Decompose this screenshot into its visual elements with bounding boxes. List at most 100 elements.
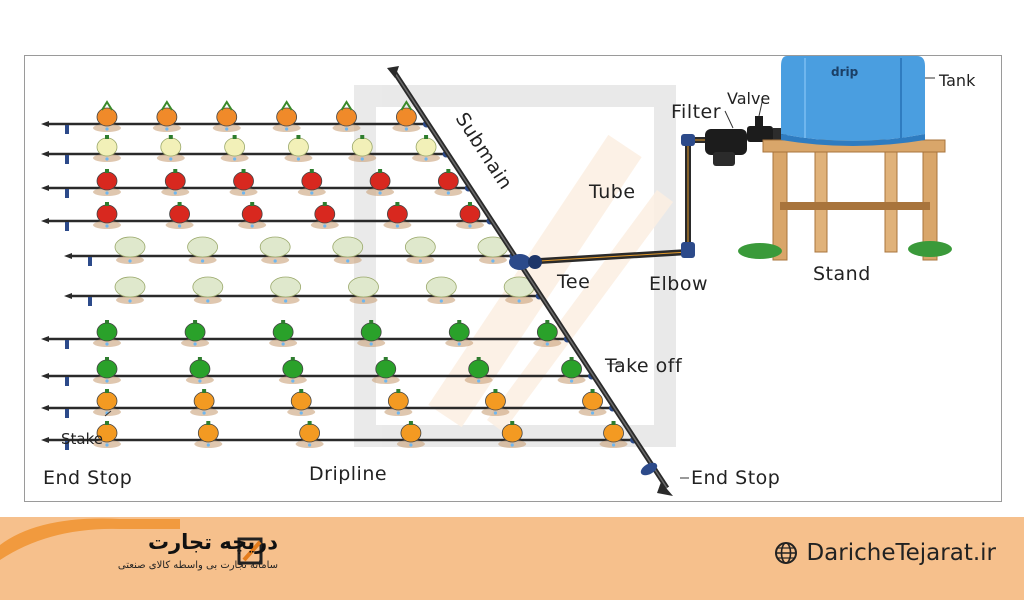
- tomato-plant: [434, 169, 463, 196]
- orange-pepper-plant: [481, 389, 510, 416]
- stake: [65, 222, 69, 231]
- orange-pepper-plant: [396, 421, 425, 448]
- end-stop-cap: [41, 151, 49, 157]
- tomato-plant: [165, 202, 194, 229]
- take-off-label: Take off: [604, 355, 683, 377]
- carrot-plant: [272, 100, 301, 132]
- green-pepper-plant: [93, 357, 121, 384]
- filter-unit: [705, 110, 747, 166]
- onion-plant: [412, 135, 441, 162]
- diagram-frame: drip Submain Filter Valve Tank Tube Tee …: [24, 55, 1002, 502]
- stake-label: Stake: [61, 430, 103, 448]
- cabbage-plant: [404, 236, 436, 264]
- submain-top-cap: [387, 66, 399, 78]
- green-pepper-plant: [371, 357, 400, 384]
- stake: [65, 125, 69, 134]
- stake: [65, 441, 69, 450]
- filter-label: Filter: [671, 101, 721, 123]
- tomato-plant: [161, 169, 190, 196]
- tee-fitting: [509, 254, 542, 270]
- end-stop-left-label: End Stop: [43, 467, 132, 489]
- orange-pepper-plant: [498, 421, 527, 448]
- dripline-label: Dripline: [309, 463, 387, 485]
- tee-label: Tee: [556, 271, 590, 293]
- website-text: DaricheTejarat.ir: [806, 540, 996, 566]
- green-pepper-plant: [181, 320, 210, 347]
- onion-plant: [348, 135, 377, 162]
- green-pepper-plant: [185, 357, 214, 384]
- stake: [65, 409, 69, 418]
- orange-pepper-plant: [194, 421, 223, 448]
- tomato-plant: [310, 202, 339, 229]
- tank-label: Tank: [938, 71, 976, 90]
- elbow-label: Elbow: [649, 273, 708, 295]
- tomato-plant: [238, 202, 267, 229]
- globe-icon: [775, 542, 798, 564]
- stake: [88, 297, 92, 306]
- end-stop-right-label: End Stop: [691, 467, 780, 489]
- brand-name: دریچه تجارت: [147, 530, 278, 554]
- cabbage-plant: [332, 236, 364, 264]
- footer-bar: [0, 517, 1024, 600]
- cabbage-plant: [192, 276, 224, 304]
- end-stop-cap: [41, 336, 49, 342]
- stake: [65, 155, 69, 164]
- green-pepper-plant: [445, 320, 474, 347]
- cabbage-plant: [270, 276, 302, 304]
- onion-plant: [156, 135, 185, 162]
- green-pepper-plant: [533, 320, 562, 347]
- tomato-plant: [93, 202, 121, 229]
- green-pepper-plant: [278, 357, 307, 384]
- water-tank: drip: [781, 56, 935, 146]
- tomato-plant: [297, 169, 326, 196]
- green-pepper-plant: [557, 357, 586, 384]
- valve-unit: [747, 97, 787, 142]
- tank-stand: [738, 139, 952, 261]
- cabbage-plant: [114, 236, 146, 264]
- valve-label: Valve: [727, 89, 770, 108]
- dripline-row: [41, 372, 596, 386]
- tomato-plant: [383, 202, 412, 229]
- cabbage-plant: [259, 236, 291, 264]
- elbow-fitting: [681, 134, 695, 258]
- brand-logo-icon: [237, 537, 263, 565]
- crops: [93, 100, 628, 448]
- stake: [65, 189, 69, 198]
- tomato-plant: [366, 169, 395, 196]
- carrot-plant: [212, 100, 241, 132]
- onion-plant: [93, 135, 121, 162]
- end-stop-cap: [64, 293, 72, 299]
- end-stop-cap: [41, 218, 49, 224]
- end-stop-cap: [41, 437, 49, 443]
- brand-block: دریچه تجارت سامانه تجارت بی واسطه کالای …: [98, 530, 278, 571]
- green-pepper-plant: [93, 320, 121, 347]
- stake: [65, 377, 69, 386]
- orange-pepper-plant: [190, 389, 219, 416]
- end-stop-cap: [41, 373, 49, 379]
- orange-pepper-plant: [93, 421, 121, 448]
- tomato-plant: [229, 169, 258, 196]
- website-link[interactable]: DaricheTejarat.ir: [774, 540, 996, 566]
- stake: [65, 340, 69, 349]
- green-pepper-plant: [357, 320, 386, 347]
- green-pepper-plant: [464, 357, 493, 384]
- orange-pepper-plant: [599, 421, 628, 448]
- footer-accent-curve: [0, 518, 180, 600]
- carrot-plant: [392, 100, 421, 132]
- orange-pepper-plant: [384, 389, 413, 416]
- cabbage-plant: [114, 276, 146, 304]
- tube-label: Tube: [588, 181, 636, 203]
- carrot-plant: [93, 100, 121, 132]
- orange-pepper-plant: [295, 421, 324, 448]
- tomato-plant: [93, 169, 121, 196]
- stake: [88, 257, 92, 266]
- cabbage-plant: [477, 236, 509, 264]
- carrot-plant: [332, 100, 361, 132]
- cabbage-plant: [187, 236, 218, 264]
- carrot-plant: [152, 100, 181, 132]
- orange-pepper-plant: [287, 389, 316, 416]
- cabbage-plant: [425, 276, 457, 304]
- dripline-row: [41, 404, 617, 418]
- end-stop-cap: [64, 253, 72, 259]
- orange-pepper-plant: [578, 389, 607, 416]
